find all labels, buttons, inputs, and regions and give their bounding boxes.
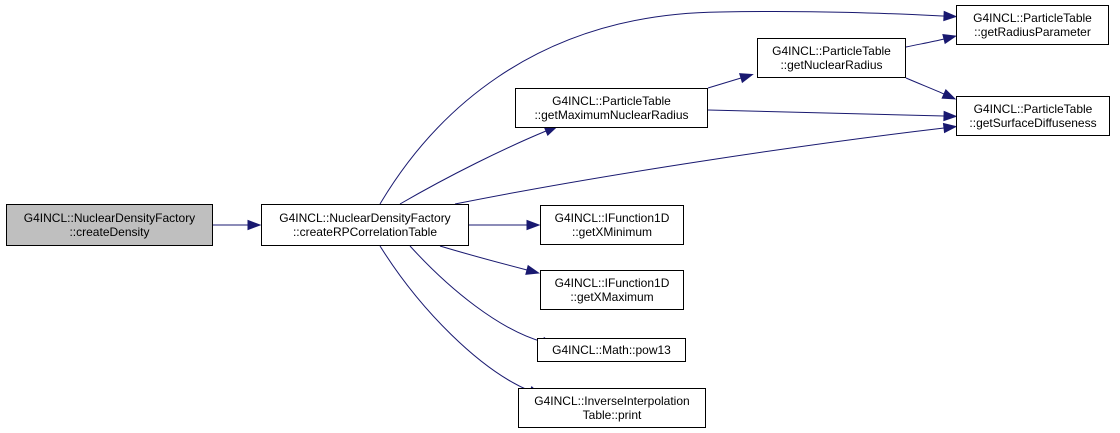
node-create-rp-correlation-table-line2: ::createRPCorrelationTable [292, 225, 438, 239]
node-get-maximum-nuclear-radius-line2: ::getMaximumNuclearRadius [534, 108, 689, 122]
arrowhead [739, 73, 754, 84]
arrowhead [943, 110, 958, 122]
node-create-density: G4INCL::NuclearDensityFactory ::createDe… [6, 204, 213, 246]
edge-create-density-to-create-rp-correlation-table [213, 219, 262, 231]
node-create-rp-correlation-table[interactable]: G4INCL::NuclearDensityFactory ::createRP… [261, 204, 469, 246]
arrowhead [942, 34, 958, 45]
node-get-x-minimum-line1: G4INCL::IFunction1D [554, 211, 670, 225]
node-create-density-line1: G4INCL::NuclearDensityFactory [23, 211, 196, 225]
edge-create-rp-correlation-table-to-get-x-minimum [469, 219, 541, 231]
arrowhead [942, 122, 958, 134]
edge-create-rp-correlation-table-to-get-maximum-nuclear-radius [399, 125, 559, 205]
node-get-radius-parameter-line1: G4INCL::ParticleTable [973, 11, 1092, 25]
node-get-maximum-nuclear-radius-line1: G4INCL::ParticleTable [552, 94, 671, 108]
node-create-rp-correlation-table-line1: G4INCL::NuclearDensityFactory [279, 211, 451, 225]
node-get-nuclear-radius[interactable]: G4INCL::ParticleTable ::getNuclearRadius [757, 38, 906, 78]
node-get-x-maximum-line1: G4INCL::IFunction1D [554, 276, 670, 290]
edge-create-rp-correlation-table-to-pow13 [409, 245, 556, 347]
edge-create-rp-correlation-table-to-get-radius-parameter [379, 10, 958, 205]
arrowhead [941, 89, 957, 100]
edge-create-rp-correlation-table-to-get-surface-diffuseness [454, 122, 958, 205]
node-get-x-minimum[interactable]: G4INCL::IFunction1D ::getXMinimum [540, 205, 684, 245]
edge-get-maximum-nuclear-radius-to-get-surface-diffuseness [707, 109, 958, 122]
edge-get-nuclear-radius-to-get-surface-diffuseness [905, 77, 957, 100]
arrowhead [525, 264, 540, 275]
node-get-radius-parameter[interactable]: G4INCL::ParticleTable ::getRadiusParamet… [956, 5, 1109, 45]
node-get-x-maximum-line2: ::getXMaximum [570, 290, 654, 304]
edge-create-rp-correlation-table-to-get-x-maximum [439, 245, 540, 275]
node-get-maximum-nuclear-radius[interactable]: G4INCL::ParticleTable ::getMaximumNuclea… [515, 88, 708, 128]
node-get-surface-diffuseness[interactable]: G4INCL::ParticleTable ::getSurfaceDiffus… [956, 96, 1110, 136]
node-get-nuclear-radius-line1: G4INCL::ParticleTable [772, 44, 891, 58]
node-print-line2: Table::print [582, 408, 642, 422]
node-get-surface-diffuseness-line1: G4INCL::ParticleTable [973, 102, 1093, 116]
edge-get-maximum-nuclear-radius-to-get-nuclear-radius [707, 73, 754, 89]
node-get-surface-diffuseness-line2: ::getSurfaceDiffuseness [969, 116, 1097, 130]
edge-create-rp-correlation-table-to-print [379, 245, 543, 397]
node-get-x-minimum-line2: ::getXMinimum [571, 225, 653, 239]
node-get-nuclear-radius-line2: ::getNuclearRadius [780, 58, 883, 72]
node-pow13-line1: G4INCL::Math::pow13 [552, 343, 671, 357]
arrowhead [526, 219, 541, 231]
node-print[interactable]: G4INCL::InverseInterpolation Table::prin… [518, 388, 706, 428]
node-print-line1: G4INCL::InverseInterpolation [534, 394, 690, 408]
node-get-x-maximum[interactable]: G4INCL::IFunction1D ::getXMaximum [540, 270, 684, 310]
arrowhead [943, 10, 958, 22]
arrowhead [247, 219, 262, 231]
node-pow13[interactable]: G4INCL::Math::pow13 [537, 338, 686, 362]
node-get-radius-parameter-line2: ::getRadiusParameter [974, 25, 1091, 39]
node-create-density-line2: ::createDensity [69, 225, 150, 239]
edge-get-nuclear-radius-to-get-radius-parameter [905, 34, 958, 48]
